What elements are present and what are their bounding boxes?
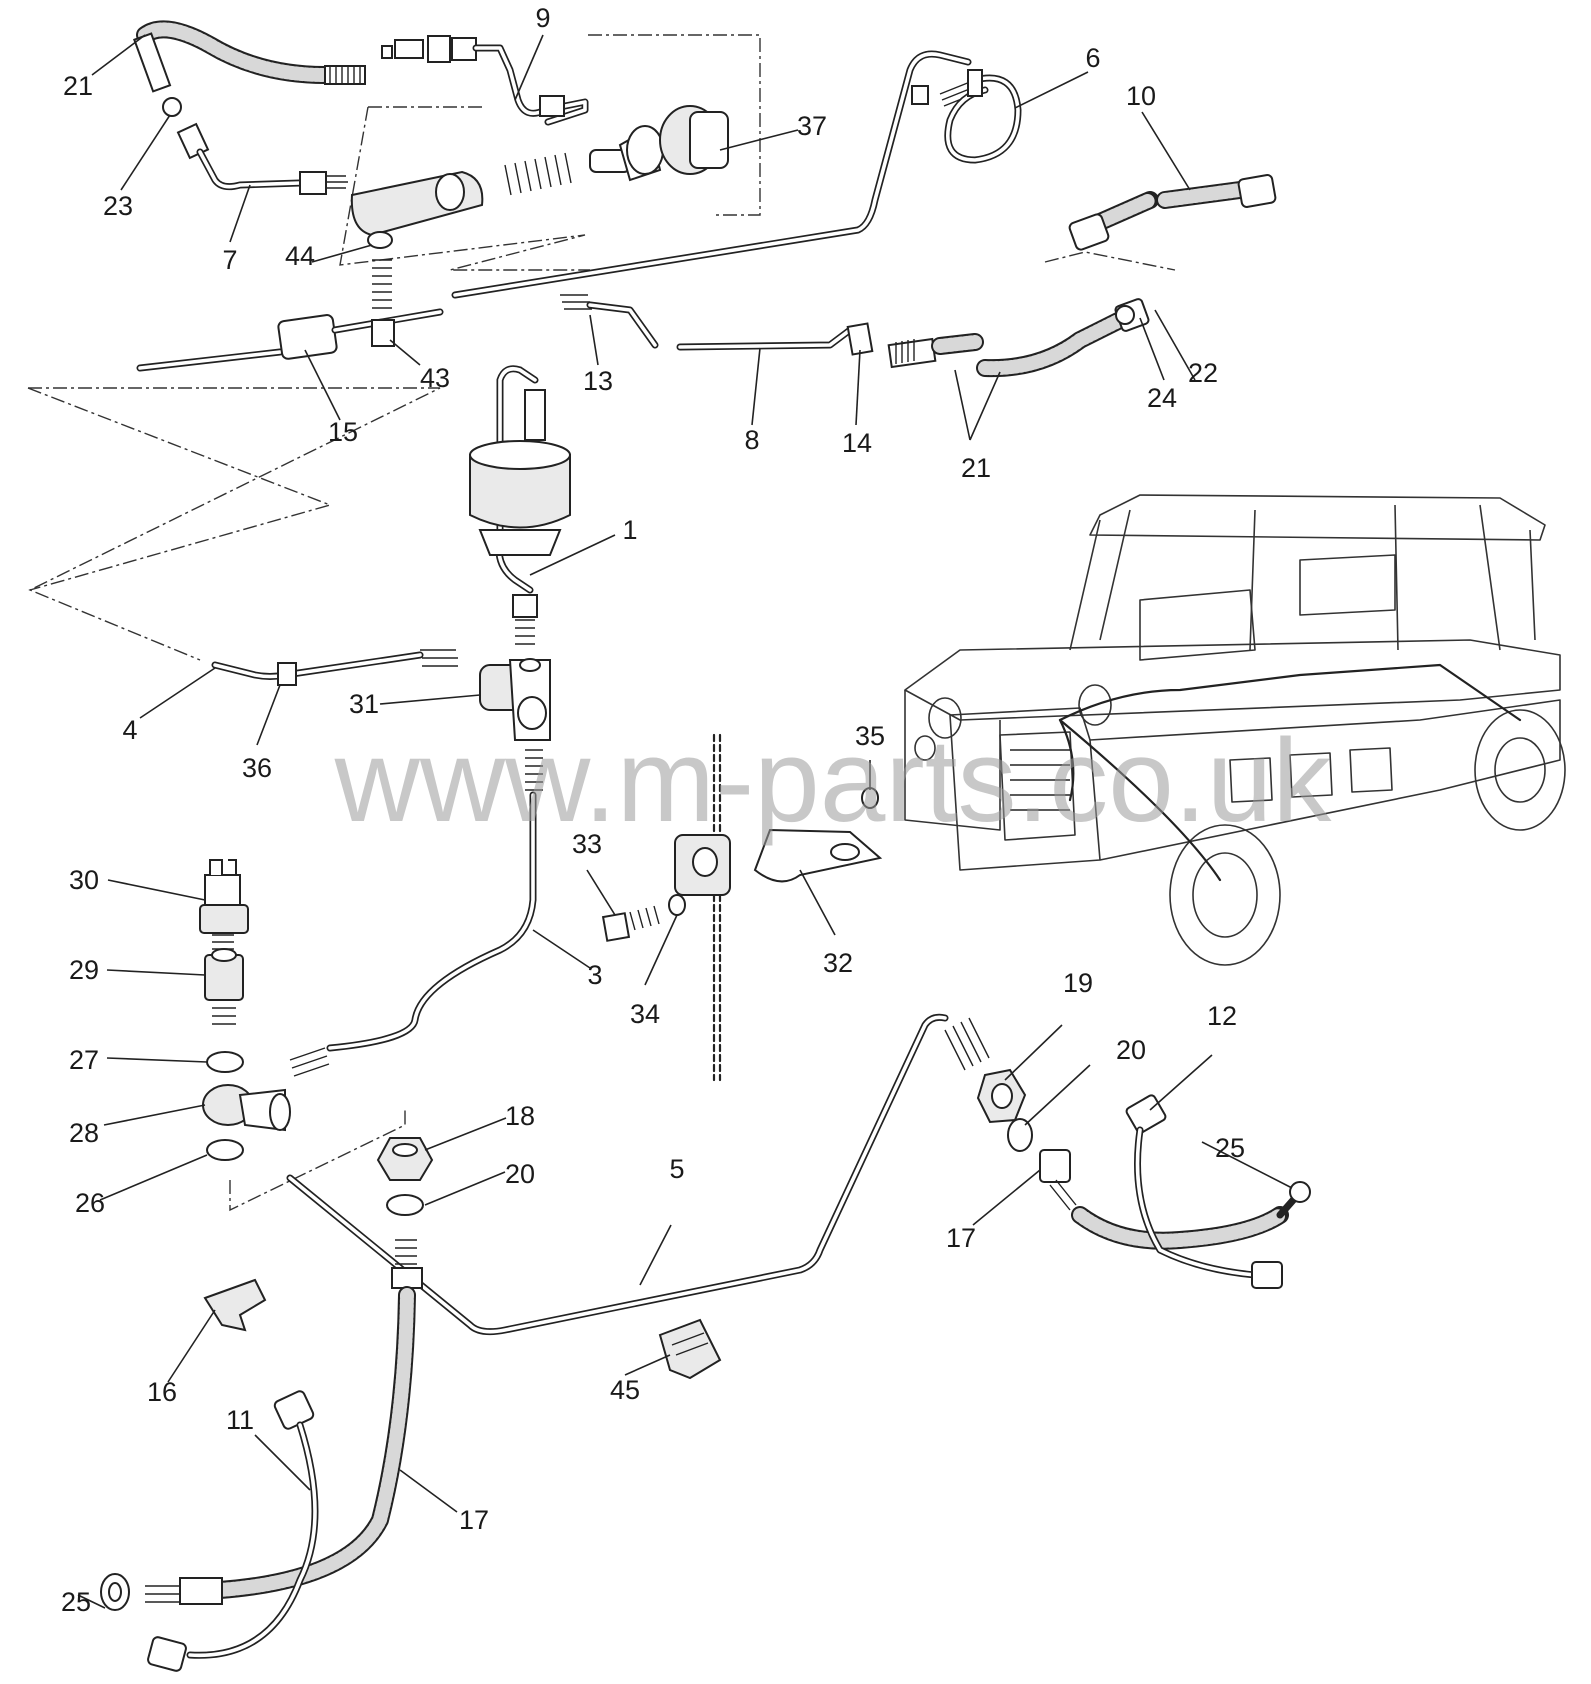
label-32: 32 (823, 948, 853, 978)
banjo-28 (202, 1084, 291, 1132)
pipe-3 (289, 749, 543, 1077)
pipe-11 (147, 1390, 319, 1672)
switch-30 (199, 859, 249, 950)
label-44: 44 (285, 241, 315, 271)
label-15: 15 (328, 417, 358, 447)
label-45: 45 (610, 1375, 640, 1405)
label-34: 34 (630, 999, 660, 1029)
label-28: 28 (69, 1118, 99, 1148)
label-35: 35 (855, 721, 885, 751)
nut-18 (376, 1137, 434, 1181)
clip-bracket-32 (674, 733, 883, 1082)
construction-lines (27, 34, 1176, 1212)
label-16: 16 (147, 1377, 177, 1407)
label-10: 10 (1126, 81, 1156, 111)
pipe-13-8 (560, 294, 874, 356)
label-21-mid: 21 (961, 453, 991, 483)
label-3: 3 (587, 960, 602, 990)
part-number-labels: 21 9 6 10 37 23 7 44 43 15 13 8 14 21 24… (61, 3, 1245, 1617)
washer-26 (206, 1139, 244, 1161)
hose-17-right (1039, 1149, 1289, 1250)
tee-31 (479, 658, 551, 741)
adaptor-29 (204, 948, 244, 1025)
pipe-15-line (136, 231, 444, 372)
lockwasher-20-right (1007, 1118, 1033, 1152)
vehicle-illustration (904, 494, 1566, 966)
bolt-33 (601, 894, 686, 942)
label-1: 1 (622, 515, 637, 545)
master-cylinder-internals (350, 105, 729, 237)
pipe-4 (211, 649, 458, 686)
label-21-top: 21 (63, 71, 93, 101)
pipe-9 (381, 35, 589, 126)
label-11: 11 (226, 1405, 254, 1435)
washer-25-bottom (100, 1573, 130, 1611)
label-31: 31 (349, 689, 379, 719)
label-17-bottom: 17 (459, 1505, 489, 1535)
hose-21-top (133, 20, 366, 93)
label-14: 14 (842, 428, 872, 458)
label-17-right: 17 (946, 1223, 976, 1253)
label-6: 6 (1085, 43, 1100, 73)
label-26: 26 (75, 1188, 105, 1218)
label-25-right: 25 (1215, 1133, 1245, 1163)
clip-16 (203, 1278, 267, 1332)
label-19: 19 (1063, 968, 1093, 998)
washer-25-right (1289, 1181, 1311, 1203)
leader-lines (77, 34, 1293, 1609)
label-9: 9 (535, 3, 550, 33)
label-8: 8 (744, 425, 759, 455)
nut-19 (976, 1068, 1027, 1124)
lockwasher-20-mid (386, 1194, 424, 1216)
label-43: 43 (420, 363, 450, 393)
pipe-7 (162, 97, 348, 195)
label-5: 5 (669, 1154, 684, 1184)
label-30: 30 (69, 865, 99, 895)
label-23: 23 (103, 191, 133, 221)
pipe-6 (451, 50, 1022, 299)
label-22: 22 (1188, 358, 1218, 388)
label-7: 7 (222, 245, 237, 275)
hose-17-bottom (145, 1239, 423, 1605)
clip-45 (658, 1318, 722, 1380)
label-25-bottom: 25 (61, 1587, 91, 1617)
label-24: 24 (1147, 383, 1177, 413)
label-20-mid: 20 (505, 1159, 535, 1189)
label-18: 18 (505, 1101, 535, 1131)
label-37: 37 (797, 111, 827, 141)
label-13: 13 (583, 366, 613, 396)
label-29: 29 (69, 955, 99, 985)
pipe-1-reservoir (469, 365, 571, 645)
label-33: 33 (572, 829, 602, 859)
watermark-text: www.m-parts.co.uk (334, 715, 1333, 847)
label-27: 27 (69, 1045, 99, 1075)
pipe-5 (286, 1013, 990, 1336)
pipe-12 (1125, 1094, 1311, 1289)
pipe-10 (1068, 174, 1277, 251)
hose-21-mid (887, 298, 1150, 378)
label-20-right: 20 (1116, 1035, 1146, 1065)
label-4: 4 (122, 715, 137, 745)
label-12: 12 (1207, 1001, 1237, 1031)
label-36: 36 (242, 753, 272, 783)
washer-27 (206, 1051, 244, 1073)
